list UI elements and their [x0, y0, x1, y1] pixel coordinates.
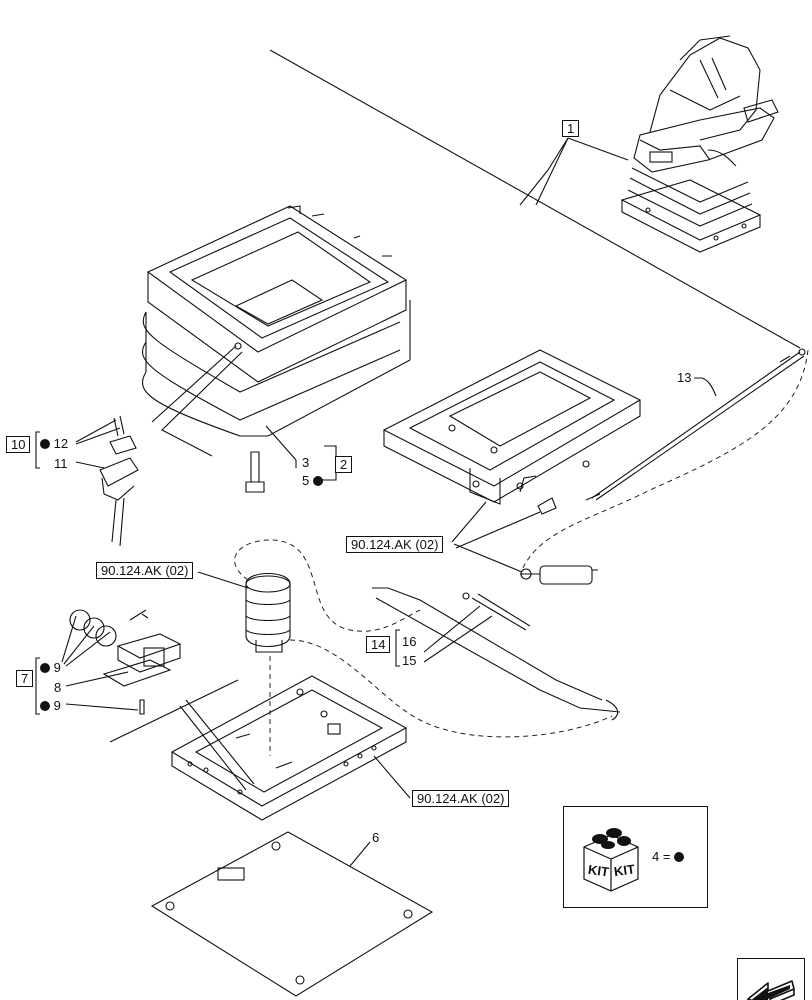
part-label-3[interactable]: 3	[302, 455, 310, 470]
plate-drawing	[150, 831, 434, 997]
part-label-5: 5	[302, 473, 323, 488]
valve-drawing	[69, 609, 182, 715]
part-label-13[interactable]: 13	[677, 370, 692, 385]
ref-box-seat-assembly[interactable]: 1	[562, 120, 580, 137]
part-number-5[interactable]: 5	[302, 473, 310, 488]
air-spring-drawing	[245, 573, 291, 653]
kit-equation-text: 4 =	[652, 849, 671, 864]
previous-page-button[interactable]	[737, 958, 805, 1000]
xref-box-upper-frame[interactable]: 90.124.AK (02)	[346, 536, 444, 553]
kit-dot-icon	[40, 439, 50, 449]
kit-word-right: KIT	[613, 861, 636, 879]
part-label-8[interactable]: 8	[54, 680, 62, 695]
part-label-15[interactable]: 15	[402, 653, 417, 668]
upper-frame-drawing	[382, 349, 642, 515]
kit-dot-icon	[312, 476, 323, 486]
seat-drawing	[620, 35, 779, 253]
part-label-12: 12	[40, 436, 68, 451]
kit-dot-icon	[40, 701, 50, 711]
xref-box-air-spring[interactable]: 90.124.AK (02)	[96, 562, 194, 579]
kit-word-left: KIT	[587, 862, 610, 880]
arrow-previous-icon	[747, 980, 795, 1000]
damper-drawing	[520, 565, 598, 585]
part-number-9-upper[interactable]: 9	[53, 660, 61, 675]
rod-13-drawing	[585, 348, 806, 501]
kit-legend: KIT KIT 4 =	[563, 806, 708, 908]
leader-line-base	[109, 679, 239, 743]
ref-box-fitting-group[interactable]: 10	[6, 436, 31, 453]
air-line-1	[521, 349, 809, 571]
xref-box-lower-frame[interactable]: 90.124.AK (02)	[412, 790, 510, 807]
ref-box-rod-group[interactable]: 14	[366, 636, 391, 653]
air-line-2	[234, 539, 421, 632]
part-label-9-lower: 9	[40, 698, 61, 713]
leader-line-top	[269, 49, 801, 349]
lower-frame-drawing	[170, 675, 408, 821]
part-label-16[interactable]: 16	[402, 634, 417, 649]
kit-equation: 4 =	[652, 849, 685, 864]
part-label-9-upper: 9	[40, 660, 61, 675]
bolt-drawing	[245, 451, 265, 493]
ref-box-bellows-group[interactable]: 2	[335, 456, 353, 473]
bellows-drawing	[141, 205, 411, 437]
ref-box-valve-group[interactable]: 7	[16, 670, 34, 687]
rod-14-drawing	[372, 587, 621, 721]
air-line-3	[289, 639, 613, 738]
part-number-9-lower[interactable]: 9	[53, 698, 61, 713]
part-label-6[interactable]: 6	[372, 830, 380, 845]
kit-dot-icon	[40, 663, 50, 673]
kit-box-icon: KIT KIT	[583, 828, 639, 892]
fitting-drawing	[99, 415, 139, 547]
part-number-12[interactable]: 12	[53, 436, 69, 451]
kit-dot-icon	[674, 852, 685, 862]
part-label-11[interactable]: 11	[54, 456, 68, 471]
